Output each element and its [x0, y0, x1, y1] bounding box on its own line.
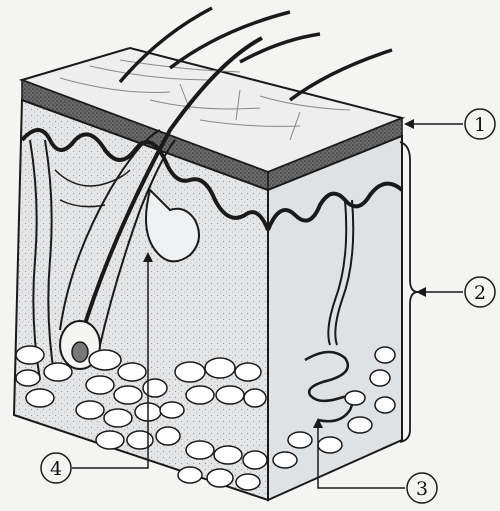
bracket-2: [400, 142, 463, 442]
callout-1-text: 1: [474, 114, 486, 136]
leader-line-1: [404, 119, 463, 129]
callout-4: 4: [41, 453, 71, 483]
callout-2-text: 2: [474, 282, 486, 304]
callout-3-text: 3: [416, 478, 428, 500]
callout-4-text: 4: [50, 458, 62, 480]
callout-2: 2: [465, 277, 495, 307]
callout-1: 1: [465, 109, 495, 139]
callout-3: 3: [407, 473, 437, 503]
